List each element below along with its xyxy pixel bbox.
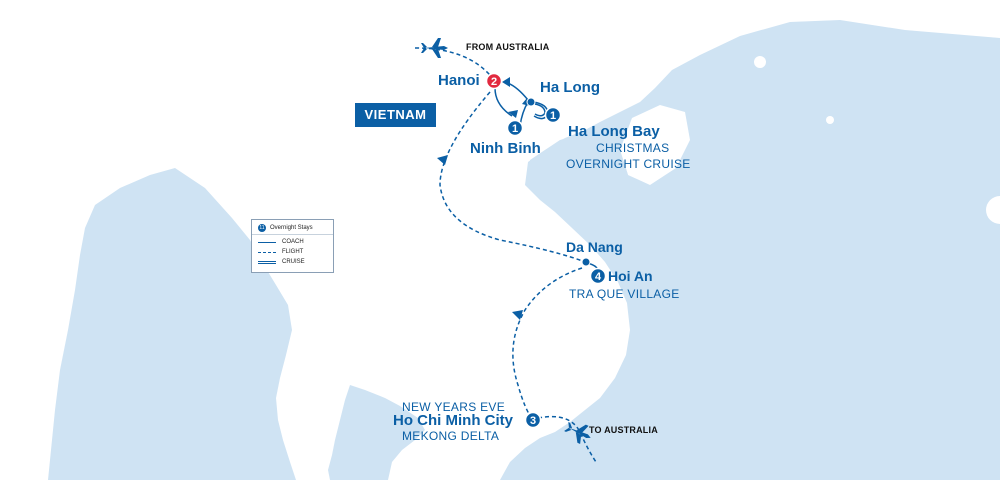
from-australia-label: FROM AUSTRALIA bbox=[466, 42, 550, 52]
legend-cruise-label: CRUISE bbox=[282, 259, 305, 265]
to-australia-label: TO AUSTRALIA bbox=[589, 425, 658, 435]
island bbox=[754, 56, 766, 68]
hoian-village-label: TRA QUE VILLAGE bbox=[569, 287, 680, 301]
danang-label: Da Nang bbox=[566, 239, 623, 255]
legend-title: Overnight Stays bbox=[270, 225, 313, 231]
hcmc-label: Ho Chi Minh City bbox=[393, 412, 513, 429]
arrowhead bbox=[502, 77, 510, 87]
hanoi-nights-badge: 2 bbox=[485, 72, 503, 90]
legend-coach-label: COACH bbox=[282, 239, 304, 245]
halong-label: Ha Long bbox=[540, 79, 600, 96]
svg-text:3: 3 bbox=[530, 415, 536, 427]
legend-badge: 11 bbox=[258, 224, 266, 232]
halongbay-nights-badge: 1 bbox=[544, 106, 562, 124]
ninhbinh-nights-badge: 1 bbox=[506, 119, 524, 137]
hcmc-mekong-label: MEKONG DELTA bbox=[402, 429, 500, 443]
airplane-to-icon bbox=[564, 421, 591, 445]
gulf-of-tonkin bbox=[530, 120, 628, 210]
halongbay-cruise-label: OVERNIGHT CRUISE bbox=[566, 157, 691, 171]
legend-cruise-row: CRUISE bbox=[258, 258, 305, 266]
legend-cruise-line bbox=[258, 260, 276, 264]
danang-dot bbox=[581, 257, 591, 267]
legend-flight-label: FLIGHT bbox=[282, 249, 304, 255]
hoian-label: Hoi An bbox=[608, 268, 653, 284]
ninhbinh-label: Ninh Binh bbox=[470, 140, 541, 157]
svg-text:4: 4 bbox=[595, 271, 602, 283]
halong-dot bbox=[526, 97, 536, 107]
hainan-island bbox=[620, 105, 690, 185]
legend-divider bbox=[252, 234, 333, 235]
arrowhead bbox=[508, 110, 518, 118]
hoian-nights-badge: 4 bbox=[589, 267, 607, 285]
halongbay-christmas-label: CHRISTMAS bbox=[596, 141, 670, 155]
arrowhead bbox=[437, 155, 448, 165]
legend-flight-row: FLIGHT bbox=[258, 248, 303, 256]
legend-coach-row: COACH bbox=[258, 238, 304, 246]
island bbox=[986, 196, 1000, 224]
halongbay-label: Ha Long Bay bbox=[568, 123, 660, 140]
flight-route-to-australia bbox=[537, 415, 597, 463]
coach-route-hanoi-ninhbinh bbox=[494, 87, 513, 117]
flight-route-hanoi-danang bbox=[439, 91, 586, 263]
hcmc-nights-badge: 3 bbox=[524, 411, 542, 429]
country-label: VIETNAM bbox=[355, 103, 436, 127]
legend-overnight-row: 11 Overnight Stays bbox=[258, 224, 313, 232]
arrowhead bbox=[512, 310, 523, 320]
airplane-from-icon bbox=[421, 38, 448, 58]
island bbox=[826, 116, 834, 124]
legend-flight-line bbox=[258, 251, 276, 253]
hanoi-label: Hanoi bbox=[438, 72, 480, 89]
map-legend: 11 Overnight Stays COACH FLIGHT CRUISE bbox=[251, 219, 334, 273]
svg-text:1: 1 bbox=[550, 110, 556, 122]
svg-text:1: 1 bbox=[512, 123, 518, 135]
svg-text:2: 2 bbox=[491, 76, 497, 88]
hcmc-nye-label: NEW YEARS EVE bbox=[402, 400, 506, 414]
legend-coach-line bbox=[258, 241, 276, 243]
flight-route-from-australia bbox=[414, 47, 495, 81]
flight-route-danang-hcmc bbox=[512, 267, 583, 421]
